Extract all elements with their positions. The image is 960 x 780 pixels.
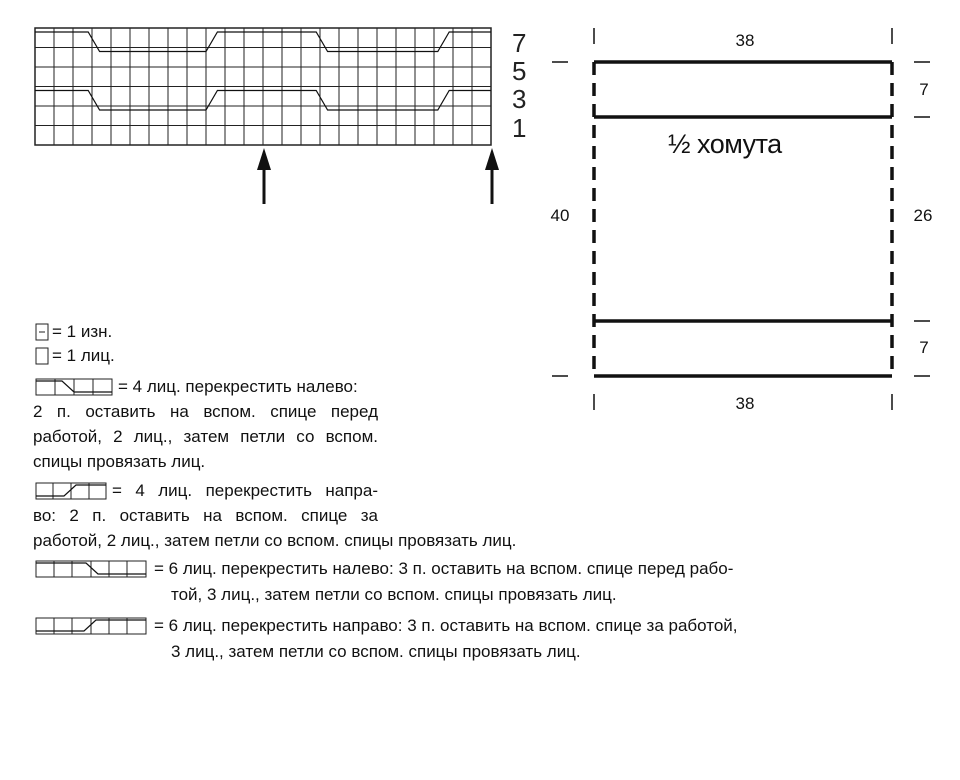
legend-cable4-right-line1: = 4 лиц. перекрестить напра- <box>112 481 378 500</box>
row-label-5: 5 <box>512 56 526 86</box>
legend-cable6-right-line2: 3 лиц., затем петли со вспом. спицы пров… <box>171 642 581 661</box>
legend-cable6-right-line1: = 6 лиц. перекрестить направо: 3 п. оста… <box>154 616 738 635</box>
chart-cable-lines <box>35 31 491 111</box>
cable-4-left-symbol <box>35 378 113 396</box>
row-label-3: 3 <box>512 84 526 114</box>
legend-cable4-left-line4: спицы провязать лиц. <box>33 452 206 471</box>
legend-cable6-left-line1: = 6 лиц. перекрестить налево: 3 п. остав… <box>154 559 734 578</box>
knitting-chart-grid <box>34 27 492 146</box>
legend-cable6-left-line2: той, 3 лиц., затем петли со вспом. спицы… <box>171 585 617 604</box>
cable-6-right-symbol <box>35 617 147 635</box>
legend-cable4-right-line3: работой, 2 лиц., затем петли со вспом. с… <box>33 531 517 550</box>
cable-4-right-symbol <box>35 482 107 500</box>
cable-6-left-symbol <box>35 560 147 578</box>
knit-stitch-symbol <box>35 347 49 365</box>
purl-stitch-symbol <box>35 323 49 341</box>
legend-cable4-left-line2: 2 п. оставить на вспом. спице перед <box>33 402 378 421</box>
legend-cable4-left-line1: = 4 лиц. перекрестить налево: <box>118 377 358 396</box>
dimension-bottom-width: 38 <box>736 394 755 413</box>
repeat-arrow-right <box>485 148 499 204</box>
dimension-left-height: 40 <box>551 206 570 225</box>
legend-cable4-right-line2: во: 2 п. оставить на вспом. спице за <box>33 506 378 525</box>
legend-knit-text: = 1 лиц. <box>52 346 115 365</box>
dimension-right-middle: 26 <box>914 206 933 225</box>
legend-cable4-left-line3: работой, 2 лиц., затем петли со вспом. <box>33 427 378 446</box>
legend-purl-text: = 1 изн. <box>52 322 113 341</box>
row-label-1: 1 <box>512 113 526 143</box>
dimension-right-top: 7 <box>919 80 928 99</box>
cowl-schematic <box>552 28 930 410</box>
dimension-top-width: 38 <box>736 31 755 50</box>
dimension-right-bottom: 7 <box>919 338 928 357</box>
row-label-7: 7 <box>512 28 526 58</box>
repeat-arrow-left <box>257 148 271 204</box>
schematic-title: ½ хомута <box>668 129 783 159</box>
